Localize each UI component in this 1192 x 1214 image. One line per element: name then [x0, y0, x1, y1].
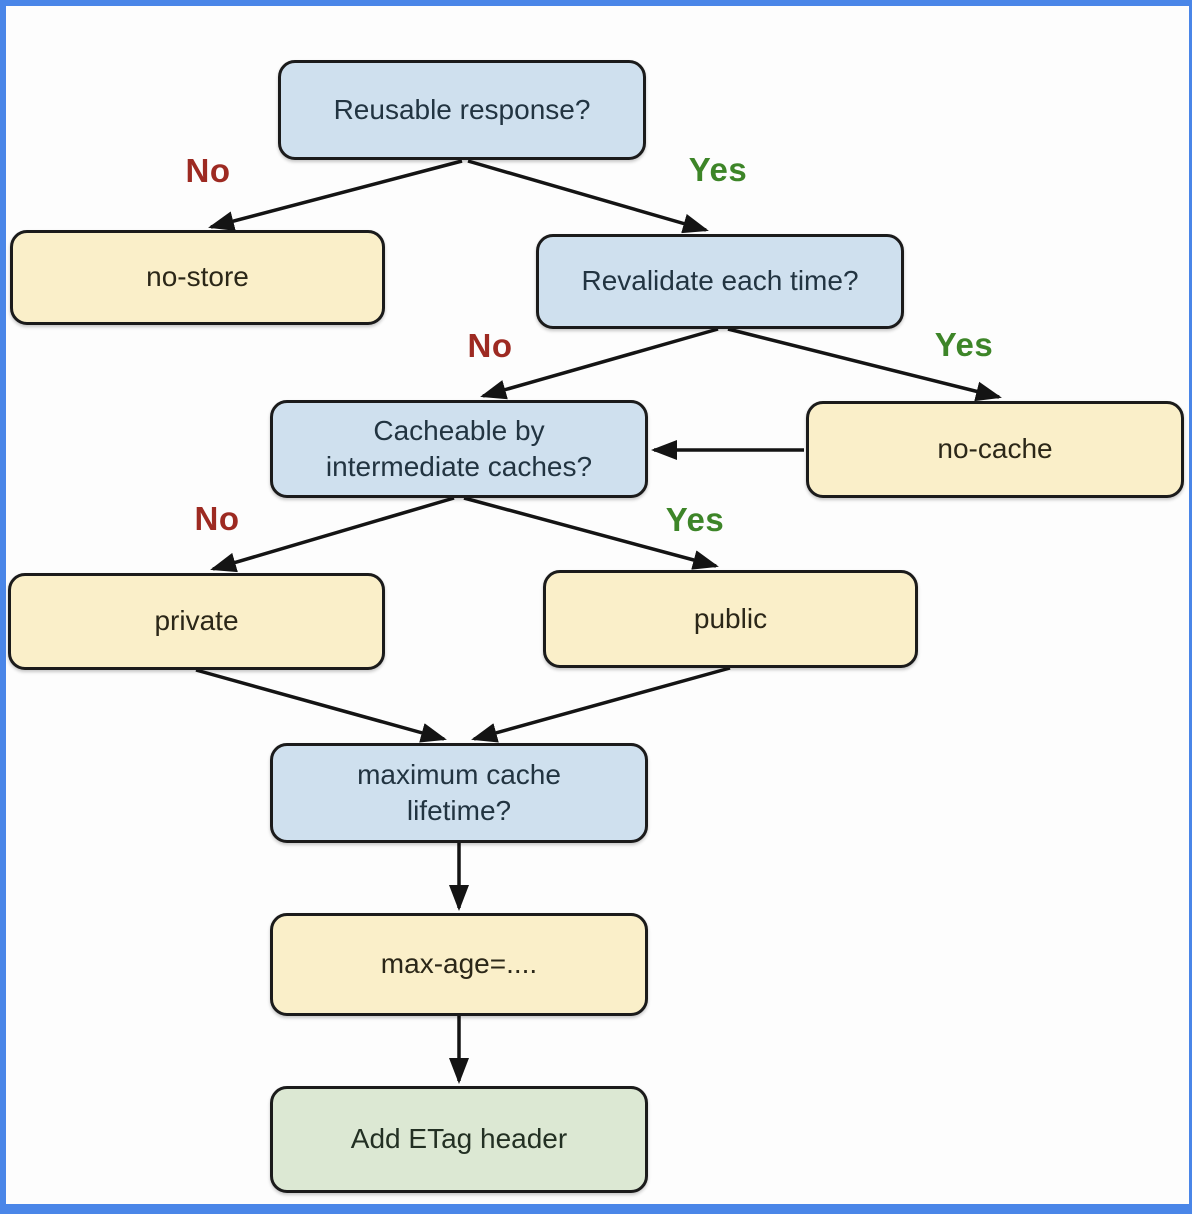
- node-no-store: no-store: [10, 230, 385, 325]
- node-max-age: max-age=....: [270, 913, 648, 1016]
- edge-revalidate-to-cacheable: [480, 327, 719, 400]
- edge-revalidate-to-no-cache: [727, 327, 1002, 402]
- node-private: private: [8, 573, 385, 670]
- edge-cacheable-to-public: [463, 496, 719, 570]
- node-no-cache: no-cache: [806, 401, 1184, 498]
- branch-label-no-revalidate: No: [467, 327, 513, 364]
- edge-private-to-max-lifetime: [195, 668, 447, 743]
- edge-public-to-max-lifetime: [471, 666, 731, 743]
- flow-arrows: [195, 159, 1002, 1084]
- node-public: public: [543, 570, 918, 668]
- branch-label-no-cacheable: No: [194, 500, 240, 537]
- branch-label-no-reusable: No: [185, 152, 231, 189]
- branch-label-yes-reusable: Yes: [688, 151, 748, 188]
- node-revalidate-each-time: Revalidate each time?: [536, 234, 904, 329]
- node-reusable-response: Reusable response?: [278, 60, 646, 160]
- branch-label-yes-cacheable: Yes: [665, 501, 725, 538]
- branch-label-yes-revalidate: Yes: [934, 326, 994, 363]
- node-maximum-cache-lifetime: maximum cache lifetime?: [270, 743, 648, 843]
- edge-reusable-to-no-store: [208, 159, 463, 231]
- edge-cacheable-to-private: [210, 496, 455, 573]
- node-cacheable-by-intermediate-caches: Cacheable by intermediate caches?: [270, 400, 648, 498]
- edge-reusable-to-revalidate: [467, 159, 709, 234]
- node-add-etag-header: Add ETag header: [270, 1086, 648, 1193]
